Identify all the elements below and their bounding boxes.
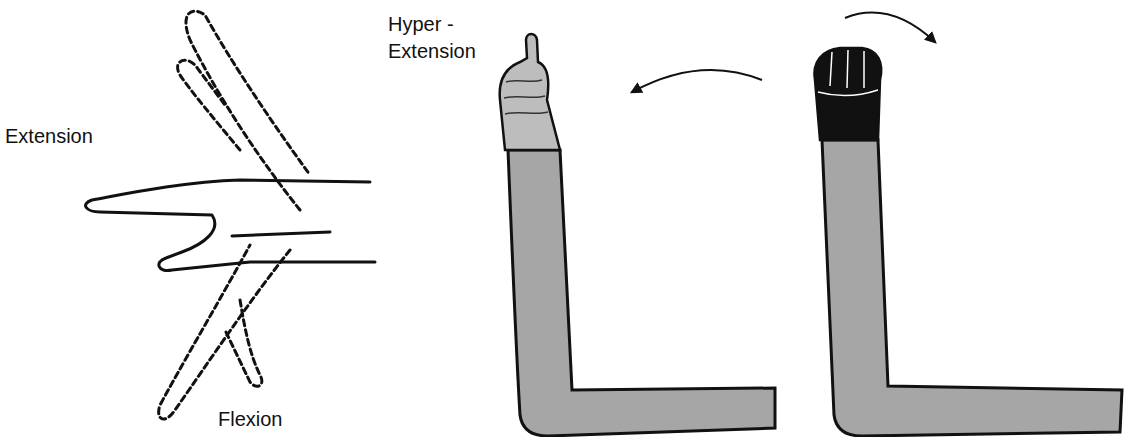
hyperextended-fingers <box>186 11 310 210</box>
motion-label: Hyper - Extension <box>388 11 488 65</box>
hyperextended-thumb <box>178 60 240 150</box>
fist <box>814 48 881 140</box>
label-box: Hyper - Extension <box>388 11 488 65</box>
label-box: Extension <box>5 123 115 150</box>
label-box: Flexion <box>218 406 308 433</box>
flexed-fingers <box>159 245 290 419</box>
extended-hand <box>86 180 375 271</box>
motion-label: Flexion <box>218 406 308 433</box>
arm <box>822 140 1122 436</box>
finger-line <box>830 52 832 86</box>
pointing-hand <box>500 34 560 150</box>
finger-line <box>506 80 542 82</box>
motion-arrow <box>845 13 935 42</box>
finger-line <box>504 96 545 98</box>
flexed-thumb <box>225 300 262 386</box>
finger-line <box>818 90 878 96</box>
motion-arrow <box>632 70 762 92</box>
hand-crease <box>232 232 330 236</box>
finger-line <box>847 50 848 88</box>
arm <box>508 150 775 436</box>
motion-label: Extension <box>5 123 115 150</box>
finger-line <box>505 112 548 114</box>
finger-line <box>863 51 865 88</box>
